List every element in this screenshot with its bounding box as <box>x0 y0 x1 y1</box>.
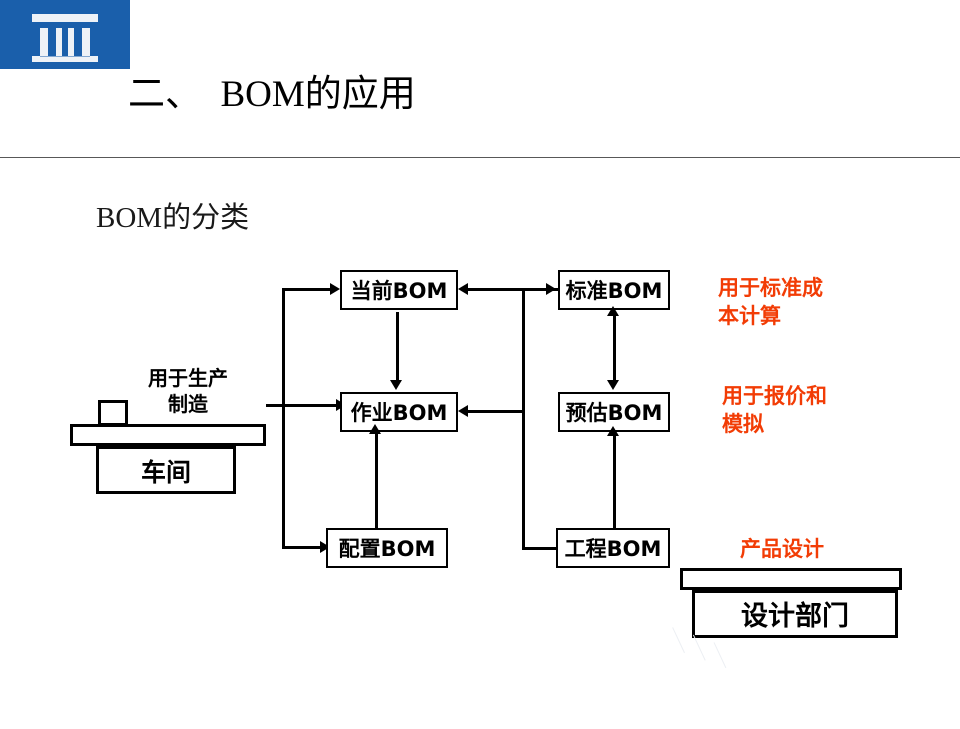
arrow-to-current-from-standard <box>458 283 468 295</box>
connector-standard-current <box>464 288 558 291</box>
box-current-bom[interactable]: 当前BOM <box>340 270 458 310</box>
box-standard-bom[interactable]: 标准BOM <box>558 270 670 310</box>
branch-to-config-bom <box>282 546 324 549</box>
connector-config-to-operation <box>375 430 378 530</box>
factory-roof-bar <box>70 424 266 446</box>
box-engineering-bom[interactable]: 工程BOM <box>556 528 670 568</box>
box-operation-bom[interactable]: 作业BOM <box>340 392 458 432</box>
branch-to-current-bom <box>282 288 334 291</box>
arrow-to-current-bom <box>330 283 340 295</box>
arrow-to-standard <box>607 306 619 316</box>
note-quote-simulation: 用于报价和 模拟 <box>722 384 827 436</box>
connector-current-to-operation <box>396 312 399 382</box>
right-trunk-vertical <box>522 288 525 550</box>
logo-block <box>0 0 130 69</box>
connector-engineering-to-trunk <box>522 547 558 550</box>
connector-trunk-to-operation <box>464 410 525 413</box>
arrow-to-config-bom <box>320 541 330 553</box>
connector-standard-estimate <box>613 312 616 384</box>
arrow-to-standard-from-trunk <box>546 283 556 295</box>
arrow-config-to-operation <box>369 424 381 434</box>
box-config-bom[interactable]: 配置BOM <box>326 528 448 568</box>
left-trunk-vertical <box>282 288 285 548</box>
label-for-production: 用于生产 制造 <box>148 366 228 416</box>
arrow-trunk-to-operation <box>458 405 468 417</box>
title-divider <box>0 157 960 158</box>
note-product-design: 产品设计 <box>740 537 824 561</box>
section-subtitle: BOM的分类 <box>96 202 250 234</box>
connector-workshop-to-trunk <box>266 404 340 407</box>
arrow-engineering-to-estimate <box>607 426 619 436</box>
workshop-box: 车间 <box>96 446 236 494</box>
department-roof-bar <box>680 568 902 590</box>
arrow-to-estimate <box>607 380 619 390</box>
gate-logo-icon <box>32 14 98 62</box>
page-title: 二、 BOM的应用 <box>128 74 416 115</box>
connector-engineering-to-estimate <box>613 432 616 530</box>
design-department-box: 设计部门 <box>692 590 898 638</box>
note-standard-cost: 用于标准成 本计算 <box>718 276 823 328</box>
arrow-current-to-operation <box>390 380 402 390</box>
factory-chimney-icon <box>98 400 128 426</box>
